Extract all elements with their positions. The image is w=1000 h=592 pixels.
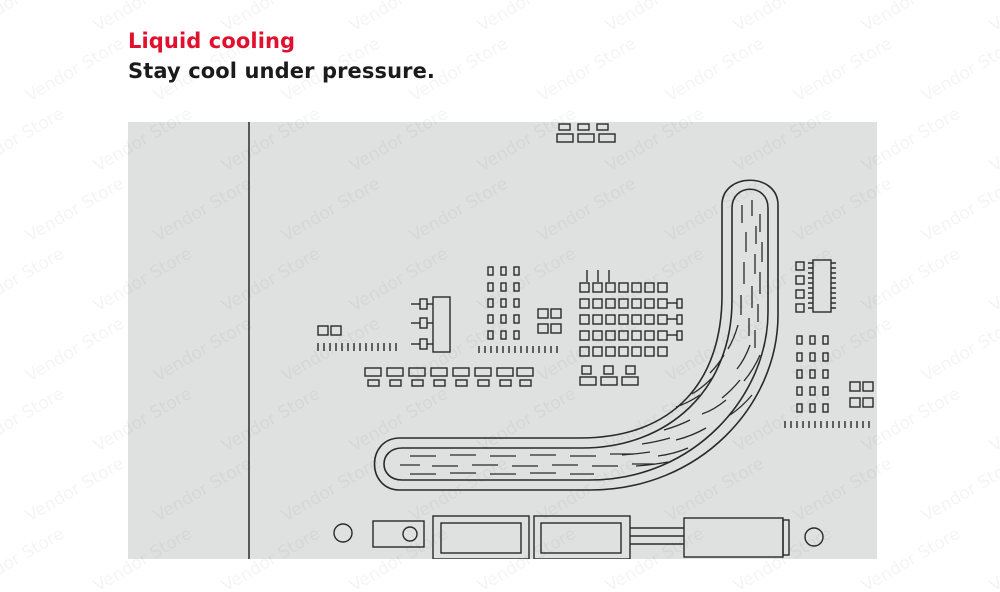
- watermark-text: Vendor Store: [918, 34, 1000, 106]
- vertical-ic: [411, 296, 451, 353]
- feature-heading: Liquid cooling Stay cool under pressure.: [128, 26, 435, 86]
- feature-title: Stay cool under pressure.: [128, 59, 435, 83]
- watermark-text: Vendor Store: [0, 524, 68, 592]
- coolant-flow-lines: [400, 200, 763, 475]
- watermark-text: Vendor Store: [986, 0, 1000, 36]
- watermark-text: Vendor Store: [0, 244, 68, 316]
- bottom-connectors: [333, 515, 824, 559]
- watermark-text: Vendor Store: [986, 524, 1000, 592]
- top-smd-components: [556, 123, 616, 143]
- component-grid-a: [478, 266, 562, 353]
- left-chip-group: [317, 325, 397, 351]
- watermark-text: Vendor Store: [986, 244, 1000, 316]
- watermark-text: Vendor Store: [918, 174, 1000, 246]
- watermark-text: Vendor Store: [790, 34, 895, 106]
- component-array: [579, 270, 683, 386]
- watermark-text: Vendor Store: [730, 0, 835, 36]
- watermark-text: Vendor Store: [986, 104, 1000, 176]
- right-ic: [795, 259, 836, 313]
- watermark-text: Vendor Store: [22, 174, 127, 246]
- cooling-board-diagram: [128, 122, 877, 559]
- lower-smd-row: [364, 367, 534, 387]
- watermark-text: Vendor Store: [534, 34, 639, 106]
- circuit-board: [128, 122, 877, 559]
- watermark-text: Vendor Store: [22, 34, 127, 106]
- watermark-text: Vendor Store: [22, 314, 127, 386]
- watermark-text: Vendor Store: [22, 454, 127, 526]
- feature-kicker: Liquid cooling: [128, 29, 296, 53]
- watermark-text: Vendor Store: [662, 34, 767, 106]
- watermark-text: Vendor Store: [0, 0, 68, 36]
- watermark-text: Vendor Store: [474, 0, 579, 36]
- vapor-chamber-heat-pipe: [373, 179, 779, 491]
- watermark-text: Vendor Store: [918, 454, 1000, 526]
- component-grid-b: [784, 335, 874, 428]
- watermark-text: Vendor Store: [858, 0, 963, 36]
- watermark-text: Vendor Store: [0, 384, 68, 456]
- watermark-text: Vendor Store: [986, 384, 1000, 456]
- watermark-text: Vendor Store: [0, 104, 68, 176]
- watermark-text: Vendor Store: [602, 0, 707, 36]
- watermark-text: Vendor Store: [918, 314, 1000, 386]
